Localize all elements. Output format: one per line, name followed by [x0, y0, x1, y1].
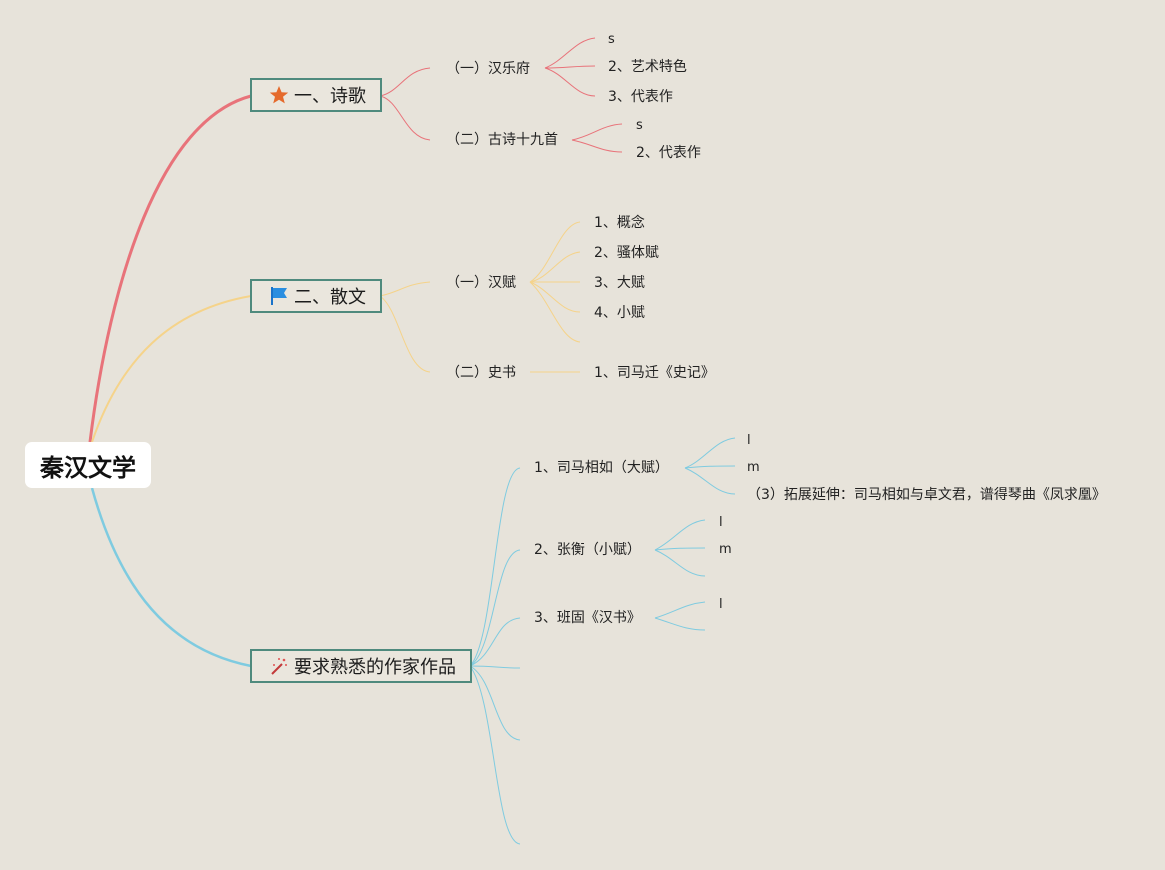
topic-shishu[interactable]: （二）史书 [446, 365, 516, 381]
link-root-prose [91, 295, 252, 443]
subtopic-hanfu-2[interactable]: 2、骚体赋 [594, 245, 659, 261]
magic-wand-icon [268, 655, 290, 677]
branch-writers[interactable]: 要求熟悉的作家作品 [250, 649, 472, 683]
topic-bangu[interactable]: 3、班固《汉书》 [534, 610, 641, 626]
link-root-writers [90, 487, 252, 668]
branch-writers-label: 要求熟悉的作家作品 [294, 657, 456, 678]
prose-links [379, 221, 581, 373]
subtopic-yuefu-1[interactable]: s [608, 32, 615, 47]
subtopic-hanfu-4[interactable]: 4、小赋 [594, 305, 645, 321]
subtopic-zhangheng-2[interactable]: m [719, 542, 732, 557]
subtopic-yuefu-3[interactable]: 3、代表作 [608, 89, 673, 105]
writers-links [469, 437, 736, 845]
branch-prose-label: 二、散文 [294, 287, 366, 308]
poetry-links [379, 37, 623, 153]
star-icon [268, 84, 290, 106]
topic-gushi[interactable]: （二）古诗十九首 [446, 132, 558, 148]
topic-simaxiangru[interactable]: 1、司马相如（大赋） [534, 460, 669, 476]
subtopic-simaxiangru-3[interactable]: （3）拓展延伸：司马相如与卓文君，谱得琴曲《凤求凰》 [747, 487, 1106, 503]
root-topic[interactable]: 秦汉文学 [25, 442, 151, 488]
subtopic-gushi-1[interactable]: s [636, 118, 643, 133]
flag-icon [268, 285, 290, 307]
subtopic-shishu-1[interactable]: 1、司马迁《史记》 [594, 365, 715, 381]
branch-prose[interactable]: 二、散文 [250, 279, 382, 313]
subtopic-yuefu-2[interactable]: 2、艺术特色 [608, 59, 687, 75]
subtopic-zhangheng-1[interactable]: l [719, 515, 723, 530]
subtopic-simaxiangru-2[interactable]: m [747, 460, 760, 475]
subtopic-gushi-2[interactable]: 2、代表作 [636, 145, 701, 161]
subtopic-simaxiangru-1[interactable]: l [747, 433, 751, 448]
subtopic-bangu-1[interactable]: l [719, 597, 723, 612]
branch-poetry[interactable]: 一、诗歌 [250, 78, 382, 112]
subtopic-hanfu-1[interactable]: 1、概念 [594, 215, 645, 231]
topic-hanfu[interactable]: （一）汉赋 [446, 275, 516, 291]
topic-zhangheng[interactable]: 2、张衡（小赋） [534, 542, 641, 558]
subtopic-hanfu-3[interactable]: 3、大赋 [594, 275, 645, 291]
link-root-poetry [88, 94, 252, 443]
branch-poetry-label: 一、诗歌 [294, 86, 366, 107]
topic-yuefu[interactable]: （一）汉乐府 [446, 61, 530, 77]
